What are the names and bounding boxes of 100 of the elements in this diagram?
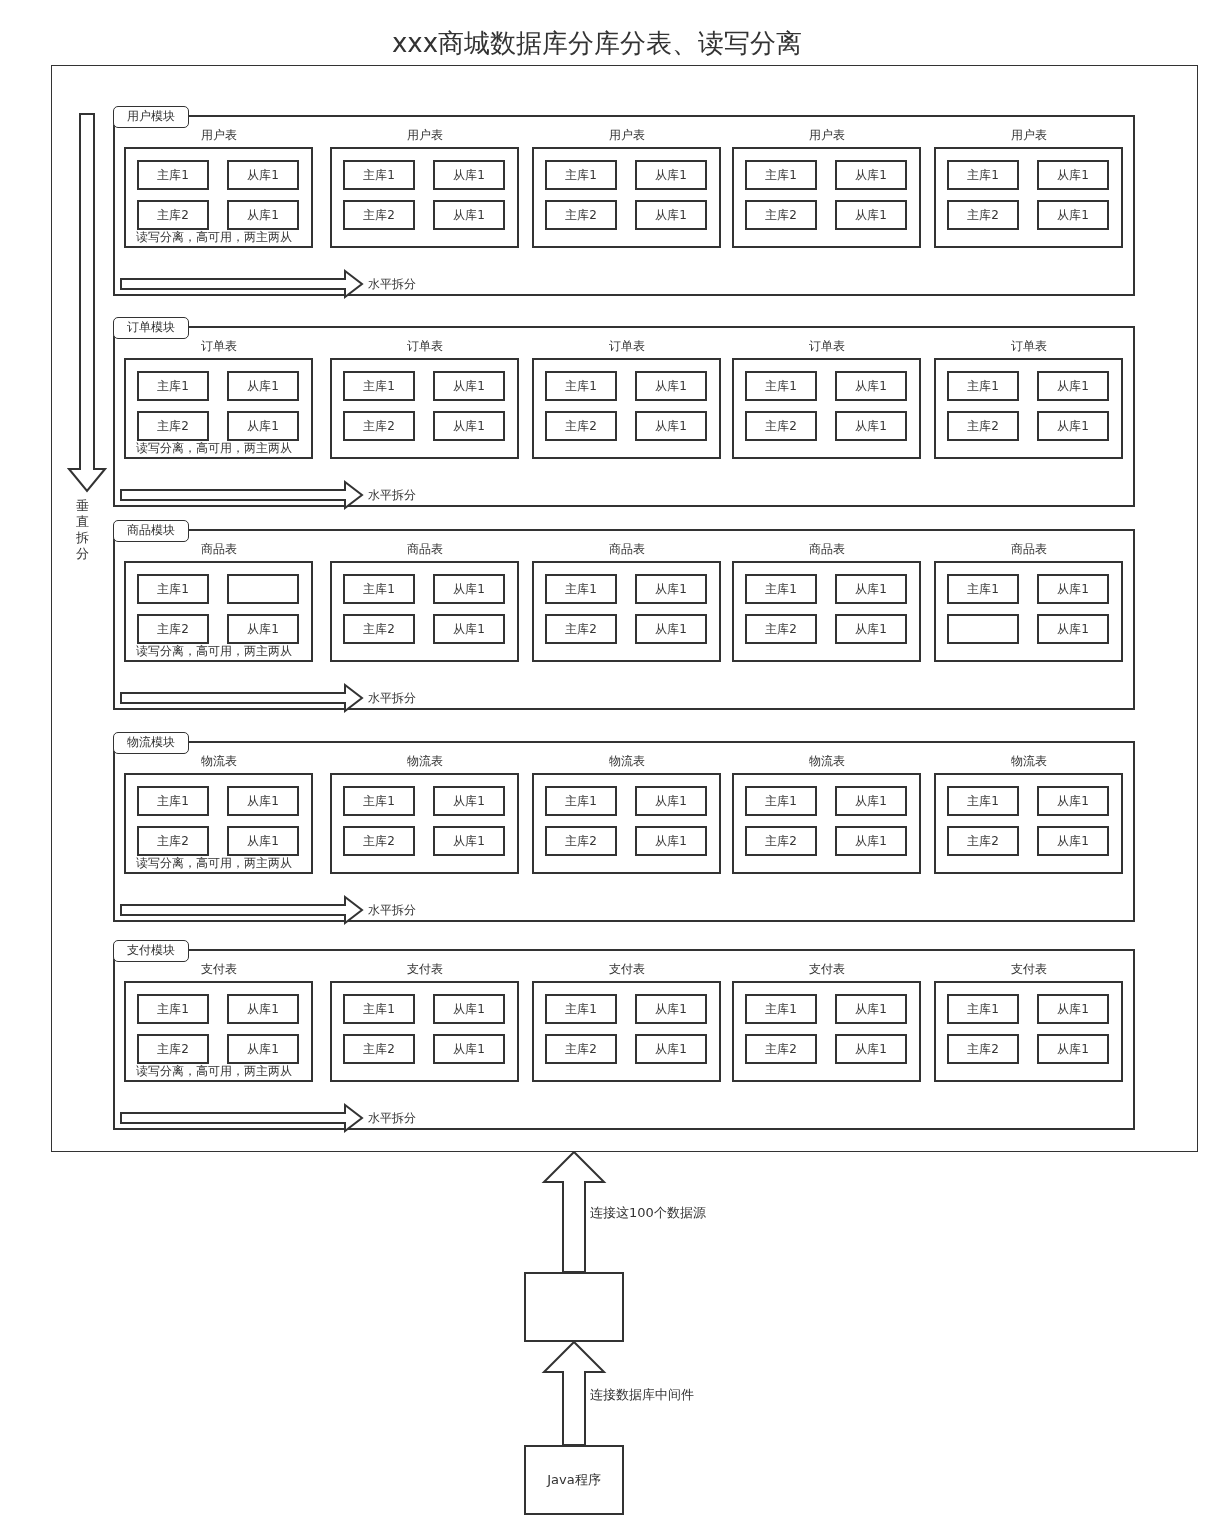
database-box: 主库2 [947, 1034, 1019, 1064]
direction-label: 垂直拆分 [74, 498, 90, 562]
database-box: 从库1 [433, 200, 505, 230]
table-title: 订单表 [199, 338, 238, 355]
table-panel [934, 337, 1123, 459]
table-title: 物流表 [405, 753, 444, 770]
database-box: 从库1 [635, 994, 707, 1024]
database-box: 主库1 [745, 994, 817, 1024]
module-panel [113, 317, 1135, 507]
edge-label: 连接这100个数据源 [590, 1204, 706, 1222]
database-box: 从库1 [635, 411, 707, 441]
table-title: 支付表 [199, 961, 238, 978]
database-box: 主库1 [947, 786, 1019, 816]
database-box: 从库1 [433, 1034, 505, 1064]
database-box: 从库1 [433, 411, 505, 441]
database-box: 从库1 [433, 574, 505, 604]
table-title: 商品表 [405, 541, 444, 558]
note-text: 读写分离，高可用，两主两从 [136, 644, 292, 658]
database-box: 主库1 [947, 574, 1019, 604]
database-box: 从库1 [433, 614, 505, 644]
table-title: 用户表 [1009, 127, 1048, 144]
database-box: 从库1 [635, 786, 707, 816]
database-box: 从库1 [227, 786, 299, 816]
database-box: 主库2 [343, 614, 415, 644]
database-box: 主库2 [947, 826, 1019, 856]
database-box [227, 574, 299, 604]
database-box: 从库1 [433, 994, 505, 1024]
database-box: 主库2 [137, 826, 209, 856]
table-title: 支付表 [807, 961, 846, 978]
database-box: 主库1 [745, 786, 817, 816]
database-box: 从库1 [835, 614, 907, 644]
table-panel [330, 126, 519, 248]
table-title: 商品表 [807, 541, 846, 558]
database-box: 主库2 [947, 200, 1019, 230]
database-box: 从库1 [1037, 1034, 1109, 1064]
table-panel [124, 337, 313, 459]
diagram-title: xxx商城数据库分库分表、读写分离 [390, 27, 804, 60]
table-title: 用户表 [607, 127, 646, 144]
database-box: 从库1 [835, 200, 907, 230]
database-box: 主库1 [343, 574, 415, 604]
table-panel [330, 540, 519, 662]
outer-frame [51, 65, 1198, 1152]
database-box: 从库1 [1037, 574, 1109, 604]
database-box: 从库1 [1037, 371, 1109, 401]
table-panel [732, 960, 921, 1082]
module-tab: 订单模块 [113, 317, 189, 339]
table-title: 用户表 [199, 127, 238, 144]
table-title: 支付表 [405, 961, 444, 978]
database-box: 从库1 [1037, 786, 1109, 816]
database-box: 从库1 [835, 994, 907, 1024]
table-panel [330, 752, 519, 874]
database-box: 从库1 [835, 371, 907, 401]
edge-label: 连接数据库中间件 [590, 1385, 694, 1404]
table-panel [732, 752, 921, 874]
table-panel [124, 752, 313, 874]
database-box: 主库2 [745, 411, 817, 441]
database-box: 从库1 [835, 411, 907, 441]
database-box: 从库1 [227, 371, 299, 401]
direction-label: 水平拆分 [368, 1110, 416, 1127]
database-box: 主库2 [545, 411, 617, 441]
database-box: 主库2 [745, 1034, 817, 1064]
database-box: 主库1 [545, 371, 617, 401]
table-title: 物流表 [199, 753, 238, 770]
database-box: 主库1 [343, 371, 415, 401]
database-box: 从库1 [1037, 826, 1109, 856]
database-box: 从库1 [227, 994, 299, 1024]
module-panel [113, 940, 1135, 1130]
database-box: 从库1 [227, 826, 299, 856]
table-panel [532, 960, 721, 1082]
database-box: 主库2 [137, 200, 209, 230]
database-box: 从库1 [835, 826, 907, 856]
database-box: 从库1 [1037, 614, 1109, 644]
note-text: 读写分离，高可用，两主两从 [136, 1064, 292, 1078]
table-panel [934, 960, 1123, 1082]
database-box: 主库1 [947, 994, 1019, 1024]
database-box: 从库1 [433, 371, 505, 401]
block-arrow [541, 1150, 607, 1273]
database-box: 从库1 [227, 411, 299, 441]
database-box: 主库1 [745, 574, 817, 604]
database-box: 主库1 [947, 371, 1019, 401]
table-title: 订单表 [405, 338, 444, 355]
table-panel [732, 126, 921, 248]
database-box: 主库2 [545, 1034, 617, 1064]
database-box: 从库1 [835, 1034, 907, 1064]
database-box: 从库1 [1037, 160, 1109, 190]
database-box: 主库1 [137, 371, 209, 401]
database-box: 主库2 [545, 826, 617, 856]
direction-label: 水平拆分 [368, 902, 416, 919]
database-box: 从库1 [835, 160, 907, 190]
empty-box [524, 1272, 624, 1342]
database-box: 从库1 [635, 614, 707, 644]
module-tab: 支付模块 [113, 940, 189, 962]
database-box: 主库2 [343, 411, 415, 441]
direction-label: 水平拆分 [368, 487, 416, 504]
database-box: 主库2 [745, 614, 817, 644]
database-box: 从库1 [227, 614, 299, 644]
database-box: 主库2 [947, 411, 1019, 441]
database-box: 主库2 [745, 826, 817, 856]
table-title: 支付表 [1009, 961, 1048, 978]
database-box: 从库1 [635, 574, 707, 604]
